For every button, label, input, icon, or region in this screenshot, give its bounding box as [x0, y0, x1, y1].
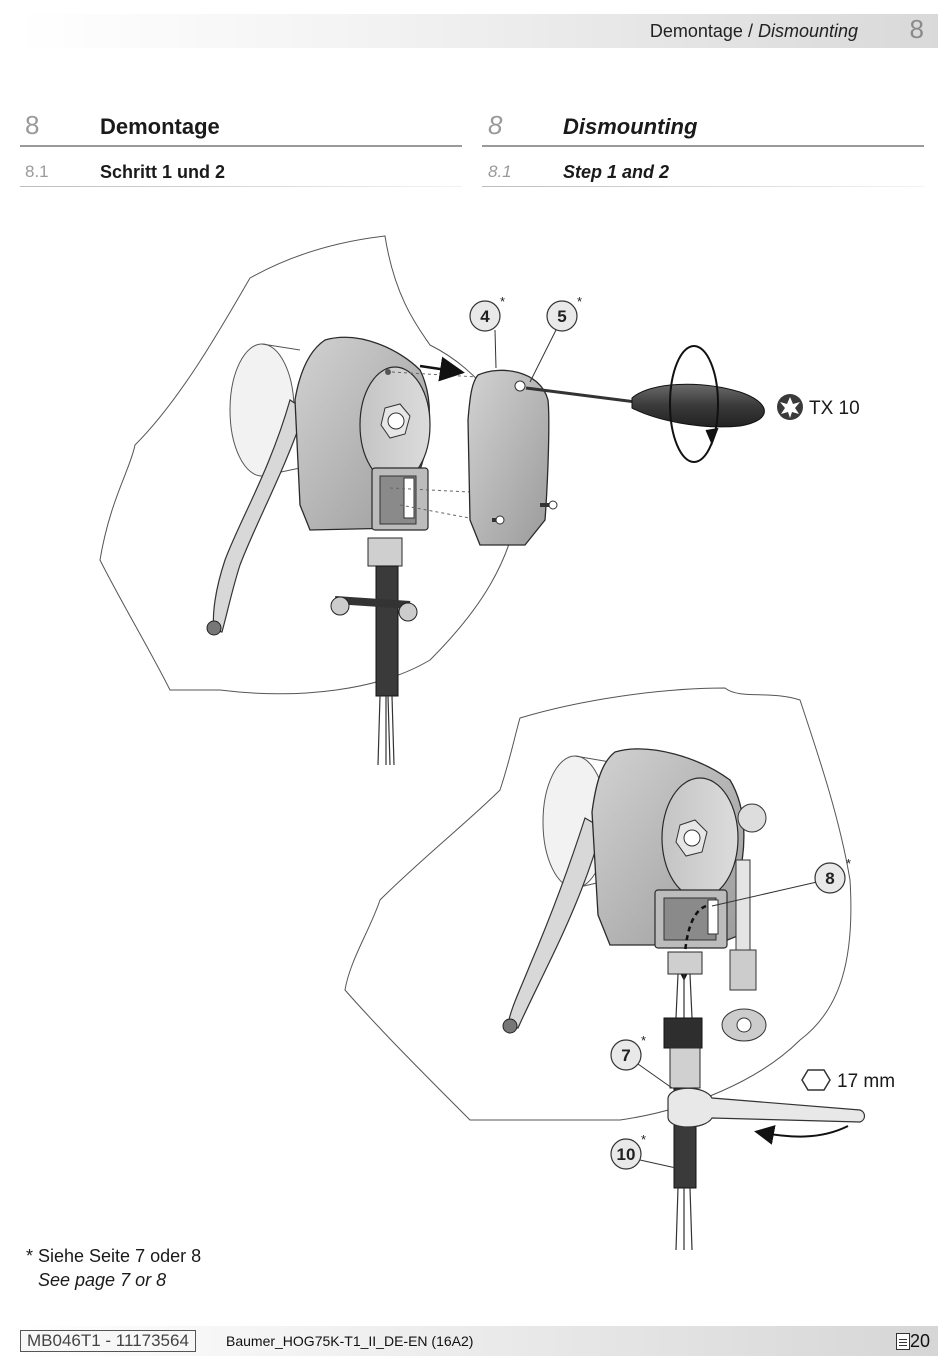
svg-text:8: 8 [825, 869, 834, 888]
callout-10: 10 * [610, 1132, 677, 1170]
subsection-number-de: 8.1 [25, 162, 49, 181]
machine-outline-top [99, 235, 521, 695]
cover-plate-top [467, 369, 550, 546]
page-icon [896, 1333, 910, 1350]
callout-4: 4 * [469, 294, 505, 369]
callout-7: 7 * [610, 1033, 673, 1089]
running-header-title: Demontage / Dismounting [649, 21, 858, 41]
subsection-rule-de [20, 186, 462, 187]
svg-text:4: 4 [480, 307, 490, 326]
subsection-title-en: Step 1 and 2 [563, 162, 670, 182]
svg-text:*: * [641, 1033, 646, 1048]
tool-label-torx: TX 10 [809, 398, 860, 419]
torque-arm-bottom [507, 817, 603, 1029]
torx-icon [777, 394, 803, 420]
section-rule-de [20, 145, 462, 147]
page-number: 20 [909, 1331, 930, 1351]
screwdriver-handle [631, 383, 765, 428]
svg-text:10: 10 [617, 1145, 636, 1164]
top-illustration: TX 10 4 * 5 * [99, 235, 860, 766]
section-number-de: 8 [25, 110, 40, 140]
machine-outline-bottom [344, 687, 852, 1121]
dismounting-illustration: TX 10 4 * 5 * [99, 235, 895, 1251]
svg-text:*: * [500, 294, 505, 309]
chapter-number: 8 [909, 14, 924, 44]
footnote-en: See page 7 or 8 [38, 1270, 167, 1290]
svg-text:*: * [846, 856, 851, 871]
document-number: MB046T1 - 11173564 [20, 1330, 196, 1352]
subsection-title-de: Schritt 1 und 2 [100, 162, 226, 182]
footnote-de: * Siehe Seite 7 oder 8 [26, 1246, 202, 1266]
hex-nut-icon [801, 1069, 831, 1091]
header-bar [18, 14, 938, 48]
svg-text:5: 5 [557, 307, 566, 326]
svg-text:*: * [577, 294, 582, 309]
svg-text:7: 7 [621, 1046, 630, 1065]
wrench [667, 1087, 866, 1128]
svg-text:*: * [641, 1132, 646, 1147]
subsection-rule-en [482, 186, 924, 187]
section-rule-en [482, 145, 924, 147]
subsection-number-en: 8.1 [488, 162, 512, 181]
tool-label-wrench: 17 mm [837, 1071, 895, 1092]
bottom-illustration: 17 mm 8 * 7 * 10 * [344, 687, 895, 1251]
section-title-de: Demontage [100, 114, 220, 139]
section-title-en: Dismounting [563, 114, 698, 139]
document-name: Baumer_HOG75K-T1_II_DE-EN (16A2) [226, 1333, 474, 1349]
callout-5: 5 * [529, 294, 582, 383]
callout-8: 8 * [711, 856, 851, 907]
section-number-en: 8 [488, 110, 503, 140]
